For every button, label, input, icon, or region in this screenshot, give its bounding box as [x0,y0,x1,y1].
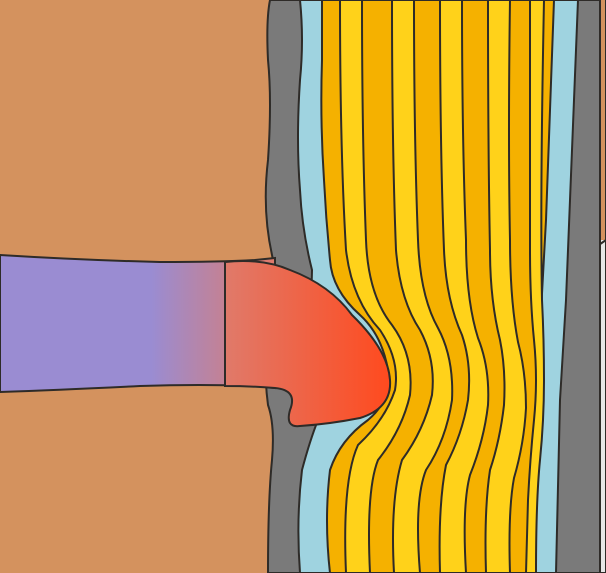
spinal-disc-herniation-illustration [0,0,606,573]
